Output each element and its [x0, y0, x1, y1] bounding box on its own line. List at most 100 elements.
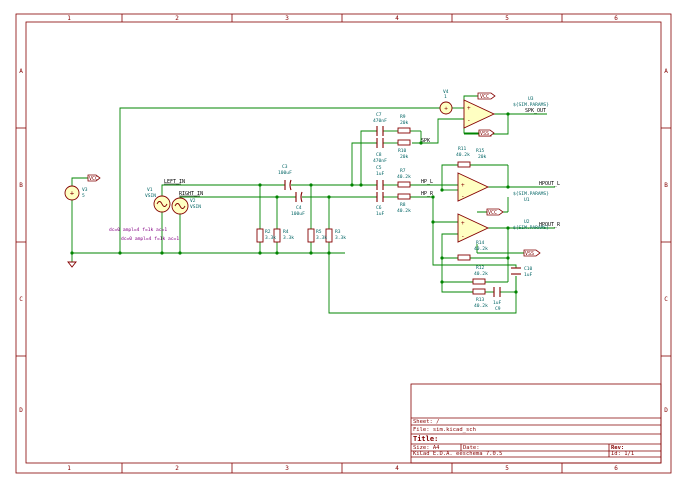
component-annotations: V3 5 V4 1 V1 VSIN V2 VSIN U3 ${SIM.PARAM…	[82, 89, 549, 312]
val-v1: VSIN	[145, 193, 156, 199]
voltage-source-v1[interactable]	[153, 195, 171, 213]
rev-field: Rev:	[611, 445, 624, 451]
capacitor-c3	[284, 179, 292, 191]
svg-text:-: -	[461, 193, 465, 200]
val-c9: 1uF	[493, 300, 502, 306]
ref-r12: R12	[476, 265, 485, 271]
svg-text:+: +	[461, 182, 465, 189]
val-c3: 100uF	[278, 170, 292, 176]
capacitor-c8	[376, 138, 384, 148]
svg-text:-: -	[467, 117, 471, 124]
ref-u3: U3	[528, 96, 534, 102]
net-right-in: RIGHT_IN	[179, 191, 203, 197]
col-label-bottom: 1	[67, 465, 71, 472]
v2-params: dc=0 ampl=4 f=1k ac=1	[121, 236, 179, 242]
resistor-r9	[397, 127, 411, 134]
row-label-left: C	[19, 296, 23, 303]
capacitor-c4	[295, 191, 303, 203]
col-label-top: 5	[505, 15, 509, 22]
row-label-left: B	[19, 182, 23, 189]
val-r13: 40.2k	[474, 303, 488, 309]
id-field: Id: 1/1	[611, 451, 634, 457]
ref-r8: R8	[400, 202, 406, 208]
svg-text:+: +	[70, 190, 74, 198]
net-hpout-l: HPOUT_L	[539, 181, 560, 187]
resistor-r13	[472, 288, 486, 295]
ref-r13: R13	[476, 297, 485, 303]
capacitor-c6	[376, 192, 384, 202]
val-r8: 40.2k	[397, 208, 411, 214]
ref-c5: C5	[376, 165, 382, 171]
ref-r9: R9	[400, 114, 406, 120]
frame-labels: 1 2 3 4 5 6 1 2 3 4 5 6 A B C D A B C D	[19, 15, 668, 472]
ref-v4: V4	[443, 89, 449, 95]
title-block: Sheet: / File: sim.kicad_sch Title: Size…	[410, 383, 662, 464]
resistor-r12	[472, 278, 486, 285]
ref-r7: R7	[400, 168, 406, 174]
col-label-bottom: 6	[614, 465, 618, 472]
opamp-u2[interactable]: + -	[457, 213, 490, 243]
power-flag-labels: VCC VCC VSS VCC VSS	[89, 94, 534, 257]
val-v2: VSIN	[190, 204, 201, 210]
val-r10: 20k	[400, 154, 409, 160]
ref-u1: U1	[524, 197, 530, 203]
svg-text:VCC: VCC	[480, 94, 489, 100]
val-c5: 1uF	[376, 171, 385, 177]
val-c6: 1uF	[376, 211, 385, 217]
row-label-left: D	[19, 407, 23, 414]
val-r3: 3.3k	[335, 235, 346, 241]
col-label-top: 6	[614, 15, 618, 22]
ref-c4: C4	[296, 205, 302, 211]
ref-r5: R5	[316, 229, 322, 235]
net-spk-out: SPK_OUT	[525, 108, 546, 114]
resistor-r4	[273, 228, 281, 243]
net-hp-l: HP_L	[421, 179, 433, 185]
val-v3: 5	[82, 193, 85, 199]
voltage-source-v2[interactable]	[171, 197, 189, 215]
ref-c10: C10	[524, 266, 533, 272]
opamp-u1[interactable]: + -	[457, 172, 490, 202]
col-label-top: 4	[395, 15, 399, 22]
sim-params: dc=0 ampl=4 f=1k ac=1 dc=0 ampl=4 f=1k a…	[109, 227, 179, 242]
net-labels: LEFT_IN RIGHT_IN HP_L HP_R SPK SPK_OUT H…	[164, 108, 561, 228]
ref-r10: R10	[398, 148, 407, 154]
val-r12: 40.2k	[474, 271, 488, 277]
ref-c7: C7	[376, 112, 382, 118]
svg-text:VSS: VSS	[480, 131, 489, 137]
resistor-r10	[397, 139, 411, 146]
val-c10: 1uF	[524, 272, 533, 278]
ref-r11: R11	[458, 146, 467, 152]
val-r15: 20k	[478, 154, 487, 160]
voltage-source-v4[interactable]: +	[439, 101, 453, 115]
resistor-r5	[307, 228, 315, 243]
ref-c3: C3	[282, 164, 288, 170]
row-label-right: D	[664, 407, 668, 414]
opamp-u3[interactable]: + -	[463, 99, 496, 129]
resistor-r2	[256, 228, 264, 243]
capacitor-c9	[493, 287, 501, 297]
ref-v2: V2	[190, 198, 196, 204]
capacitors[interactable]	[284, 126, 521, 297]
val-c8: 470nF	[373, 158, 387, 164]
col-label-top: 1	[67, 15, 71, 22]
resistor-r6	[325, 228, 333, 243]
svg-text:VCC: VCC	[488, 210, 497, 216]
val-c7: 470nF	[373, 118, 387, 124]
val-c4: 100uF	[291, 211, 305, 217]
ground-symbol	[67, 261, 77, 268]
row-label-right: A	[664, 68, 668, 75]
net-left-in: LEFT_IN	[164, 179, 185, 185]
capacitor-c7	[376, 126, 384, 136]
junctions	[70, 112, 518, 294]
col-label-bottom: 3	[285, 465, 289, 472]
val-v4: 1	[444, 94, 447, 100]
val-r4: 3.3k	[283, 235, 294, 241]
ref-r4: R4	[283, 229, 289, 235]
tool-field: KiCad E.D.A. eeschema 7.0.5	[413, 451, 502, 457]
val-r14: 40.2k	[474, 246, 488, 252]
val-u2: ${SIM.PARAMS}	[513, 225, 549, 231]
ref-r14: R14	[476, 240, 485, 246]
net-hp-r: HP_R	[421, 191, 434, 197]
resistor-r7	[397, 181, 411, 188]
voltage-source-v3[interactable]: +	[64, 185, 80, 201]
